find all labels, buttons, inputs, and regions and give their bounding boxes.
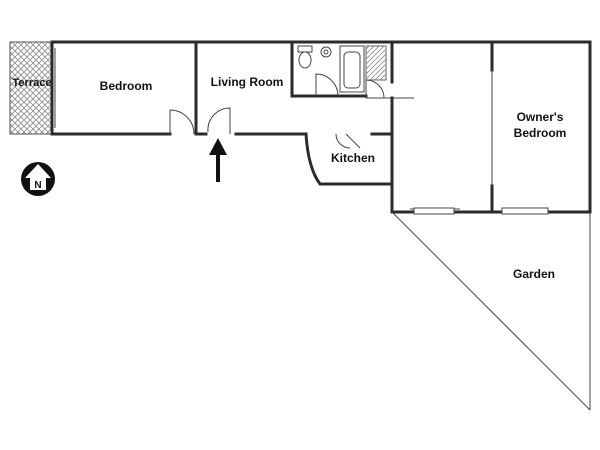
sink-icon	[320, 46, 332, 58]
garden-area: Garden	[391, 211, 591, 411]
toilet-icon	[297, 45, 313, 69]
terrace-area: Terrace	[9, 41, 53, 135]
owners-bedroom-label-line1: Owner's	[517, 110, 564, 124]
bedroom-room: Bedroom	[50, 40, 200, 136]
terrace-label: Terrace	[13, 77, 52, 89]
bedroom-label: Bedroom	[100, 79, 153, 93]
kitchen-label: Kitchen	[331, 151, 375, 165]
living-room-label: Living Room	[211, 75, 284, 89]
closet-area	[365, 40, 414, 99]
compass-label: N	[34, 180, 41, 191]
owners-bedroom-label-line2: Bedroom	[514, 126, 567, 140]
bathroom-room	[290, 40, 394, 98]
kitchen-room: Kitchen	[304, 132, 392, 186]
bathtub-icon	[339, 45, 365, 93]
north-compass-icon: N	[21, 162, 55, 196]
living-room-room: Living Room	[194, 40, 308, 136]
garden-label: Garden	[513, 267, 555, 281]
entrance-arrow-icon	[209, 138, 227, 182]
owners-bedroom-room: Owner's Bedroom	[390, 40, 592, 215]
